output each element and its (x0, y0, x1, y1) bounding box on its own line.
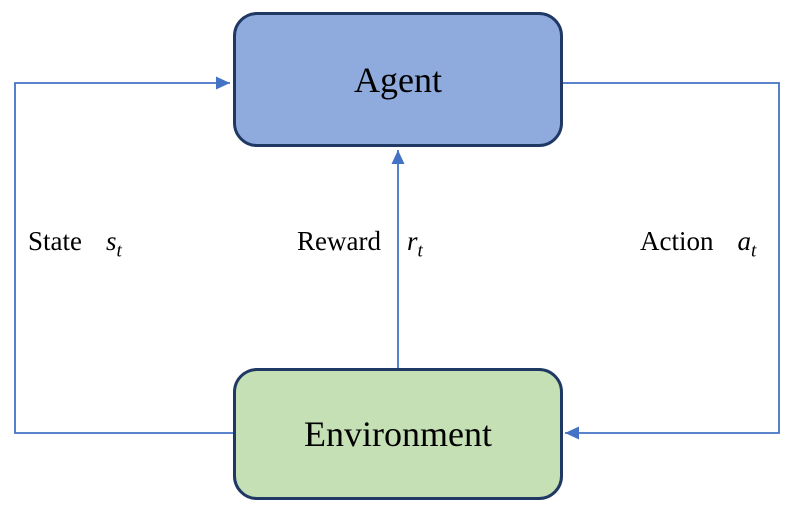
action-symbol: at (737, 226, 757, 260)
node-environment: Environment (233, 368, 563, 500)
state-label-text: State (28, 226, 82, 256)
edge-label-state: State st (28, 226, 122, 260)
action-arrow (562, 82, 780, 440)
action-label-text: Action (640, 226, 714, 256)
state-symbol-subscript: t (116, 240, 122, 262)
edge-label-reward: Reward rt (297, 226, 423, 260)
edge-label-action: Action at (640, 226, 757, 260)
node-agent-label: Agent (354, 59, 442, 100)
reward-label-text: Reward (297, 226, 381, 256)
state-arrow (14, 76, 233, 434)
node-environment-label: Environment (304, 414, 492, 454)
reward-symbol-letter: r (406, 226, 418, 256)
state-symbol: st (106, 226, 122, 260)
reward-symbol: rt (406, 226, 423, 260)
node-agent: Agent (233, 12, 563, 147)
action-symbol-letter: a (737, 226, 752, 256)
action-symbol-subscript: t (751, 240, 757, 262)
state-symbol-letter: s (106, 226, 117, 256)
reward-symbol-subscript: t (417, 240, 423, 262)
